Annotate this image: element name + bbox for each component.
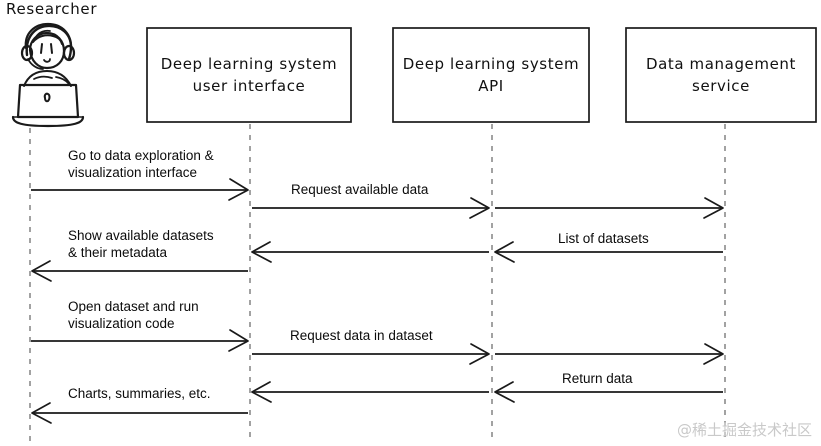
researcher-icon [11,22,85,128]
arrow-head-right [469,197,490,219]
actor-label: Researcher [6,0,97,18]
participant-ui-line1: Deep learning system [161,55,338,73]
message-8-label-line1: Charts, summaries, etc. [68,386,211,401]
message-6-label-line1: Request data in dataset [290,328,433,343]
arrow-head-right [228,329,249,352]
message-charts-summaries-etc[interactable]: Charts, summaries, etc. [31,386,248,424]
arrow-head-right [703,197,724,219]
arrow-head-left [494,381,515,403]
message-4-label-line1: Show available datasets [68,228,214,243]
arrow-head-left [494,241,515,263]
participant-box-data-management-service[interactable]: Data management service [625,27,817,123]
message-request-available-data[interactable]: Request available data [252,182,724,219]
arrow-head-left [31,260,52,282]
arrow-head-right [469,343,490,365]
message-1-label-line1: Go to data exploration & [68,148,214,163]
arrow-head-right [703,343,724,365]
message-2-label-line1: Request available data [291,182,429,197]
arrow-head-left [251,241,272,263]
message-1-label-line2: visualization interface [68,165,197,180]
message-list-of-datasets[interactable]: List of datasets [251,231,723,263]
message-request-data-in-dataset[interactable]: Request data in dataset [252,328,724,365]
message-7-label-line1: Return data [562,371,633,386]
participant-api-line1: Deep learning system [403,55,580,73]
message-3-label-line1: List of datasets [558,231,649,246]
message-show-available-datasets[interactable]: Show available datasets & their metadata [31,228,248,282]
participant-ui-line2: user interface [193,77,306,95]
participant-dms-line1: Data management [646,55,796,73]
message-5-label-line1: Open dataset and run [68,299,199,314]
message-5-label-line2: visualization code [68,316,175,331]
participant-box-ui[interactable]: Deep learning system user interface [146,27,352,123]
participant-api-line2: API [478,77,504,95]
message-return-data[interactable]: Return data [251,371,723,403]
participant-box-api[interactable]: Deep learning system API [392,27,590,123]
message-go-to-data-exploration[interactable]: Go to data exploration & visualization i… [31,148,249,201]
actor-researcher[interactable]: Researcher [6,0,97,128]
arrow-head-left [31,402,52,424]
watermark: @稀土掘金技术社区 [677,421,812,439]
message-open-dataset-and-run[interactable]: Open dataset and run visualization code [31,299,249,352]
participant-dms-line2: service [692,77,750,95]
arrow-head-right [228,178,249,201]
arrow-head-left [251,381,272,403]
message-4-label-line2: & their metadata [68,245,168,260]
